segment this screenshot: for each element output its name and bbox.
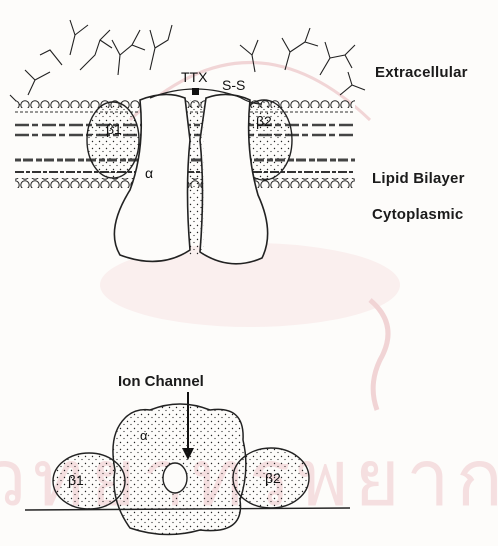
alpha-label: α [145, 165, 153, 181]
ttx-label: TTX [181, 69, 208, 85]
alpha-subunit [114, 89, 267, 264]
beta1-subunit [87, 102, 139, 178]
glycosylation-branches [10, 20, 365, 105]
beta2-label: β2 [256, 113, 272, 129]
disulfide-label: S-S [222, 77, 245, 93]
cytoplasmic-label: Cytoplasmic [372, 206, 463, 223]
lipid-bilayer-label: Lipid Bilayer [372, 170, 465, 187]
bottom-alpha-label: α [140, 428, 148, 443]
ion-channel-pore [163, 463, 187, 493]
ttx-marker [192, 88, 199, 95]
ion-channel-title: Ion Channel [118, 373, 204, 390]
pore [188, 100, 204, 255]
bottom-beta1-label: β1 [68, 472, 84, 488]
bottom-beta2-label: β2 [265, 470, 281, 486]
extracellular-label: Extracellular [375, 64, 468, 81]
beta1-label: β1 [106, 121, 122, 137]
